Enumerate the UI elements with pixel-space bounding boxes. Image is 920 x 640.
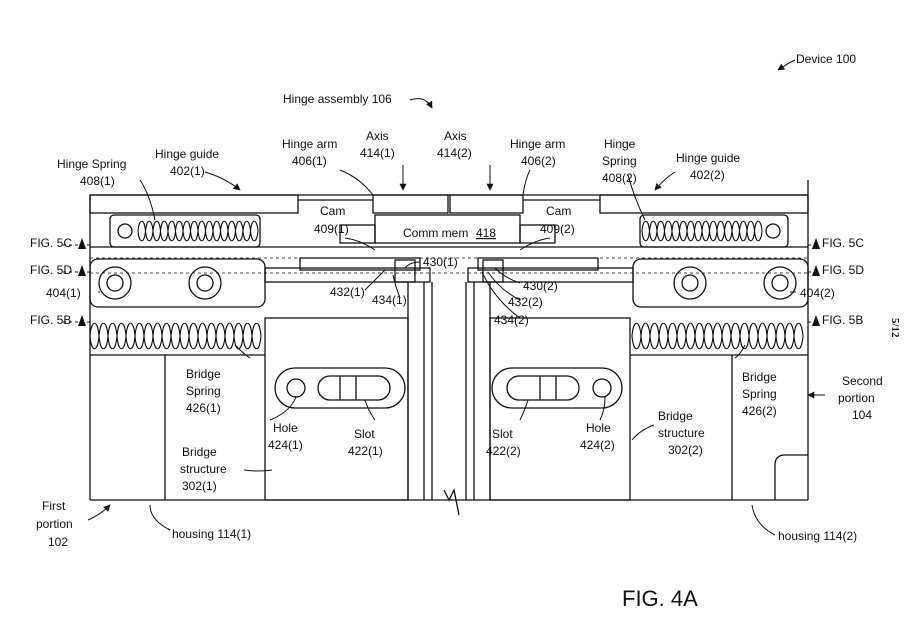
label-fig5b-left: FIG. 5B bbox=[30, 313, 71, 327]
label-second-portion-b: portion bbox=[838, 391, 875, 405]
label-cam-1b: 409(1) bbox=[314, 222, 349, 236]
label-hinge-arm-2b: 406(2) bbox=[521, 154, 556, 168]
label-fig5c-left: FIG. 5C bbox=[30, 236, 72, 250]
label-hinge-spring-2b: Spring bbox=[602, 154, 637, 168]
label-comm-mem-num: 418 bbox=[476, 226, 496, 240]
label-slot-1a: Slot bbox=[354, 427, 375, 441]
label-bridge-spring-1b: Spring bbox=[186, 384, 221, 398]
label-hinge-arm-1a: Hinge arm bbox=[282, 137, 337, 151]
spring-pin-left bbox=[117, 223, 133, 239]
hinge-spring-408-2 bbox=[641, 220, 763, 242]
label-432-2: 432(2) bbox=[508, 295, 543, 309]
label-fig5d-right: FIG. 5D bbox=[822, 263, 864, 277]
label-hinge-arm-1b: 406(1) bbox=[292, 154, 327, 168]
screw-404-1b bbox=[188, 266, 222, 300]
label-bridge-spring-1c: 426(1) bbox=[186, 401, 221, 415]
label-hole-2a: Hole bbox=[586, 421, 611, 435]
label-slot-2a: Slot bbox=[492, 427, 513, 441]
label-404-2: 404(2) bbox=[800, 286, 835, 300]
hinge-guide-right bbox=[599, 194, 809, 214]
label-hinge-guide-1b: 402(1) bbox=[170, 164, 205, 178]
label-434-2: 434(2) bbox=[494, 313, 529, 327]
label-axis-2b: 414(2) bbox=[437, 146, 472, 160]
leader-lines bbox=[63, 59, 826, 536]
label-slot-2b: 422(2) bbox=[486, 444, 521, 458]
figure-title: FIG. 4A bbox=[622, 586, 698, 611]
label-first-portion-b: portion bbox=[36, 517, 73, 531]
label-slot-1b: 422(1) bbox=[348, 444, 383, 458]
label-bridge-structure-1a: Bridge bbox=[182, 445, 217, 459]
label-second-portion-a: Second bbox=[842, 374, 883, 388]
label-axis-1a: Axis bbox=[366, 129, 389, 143]
label-axis-1b: 414(1) bbox=[360, 146, 395, 160]
screw-404-2b bbox=[763, 266, 797, 300]
screw-404-2a bbox=[673, 266, 707, 300]
label-430-2: 430(2) bbox=[523, 279, 558, 293]
hole-424-1 bbox=[286, 378, 306, 398]
label-cam-2b: 409(2) bbox=[540, 222, 575, 236]
label-hinge-guide-1a: Hinge guide bbox=[155, 147, 219, 161]
label-fig5b-right: FIG. 5B bbox=[822, 313, 863, 327]
label-bridge-spring-2a: Bridge bbox=[742, 370, 777, 384]
hinge-arm-right bbox=[449, 194, 524, 214]
label-second-portion-c: 104 bbox=[852, 408, 872, 422]
label-bridge-structure-1b: structure bbox=[180, 462, 227, 476]
label-first-portion-c: 102 bbox=[48, 535, 68, 549]
bridge-spring-426-1 bbox=[89, 322, 262, 350]
screw-404-1a bbox=[98, 266, 132, 300]
label-bridge-spring-1a: Bridge bbox=[186, 367, 221, 381]
label-axis-2a: Axis bbox=[444, 129, 467, 143]
label-bridge-spring-2c: 426(2) bbox=[742, 404, 777, 418]
bridge-spring-426-2 bbox=[631, 322, 804, 350]
label-hole-2b: 424(2) bbox=[580, 438, 615, 452]
label-430-1: 430(1) bbox=[423, 255, 458, 269]
bridge-structure-left bbox=[264, 317, 409, 501]
label-hole-1a: Hole bbox=[273, 421, 298, 435]
sheet-number: 5/12 bbox=[889, 318, 901, 338]
label-hinge-assembly: Hinge assembly 106 bbox=[283, 92, 392, 106]
label-hinge-guide-2a: Hinge guide bbox=[676, 151, 740, 165]
label-bridge-structure-1c: 302(1) bbox=[182, 479, 217, 493]
label-bridge-spring-2b: Spring bbox=[742, 387, 777, 401]
label-hole-1b: 424(1) bbox=[268, 438, 303, 452]
label-hinge-arm-2a: Hinge arm bbox=[510, 137, 565, 151]
label-fig5c-right: FIG. 5C bbox=[822, 236, 864, 250]
label-bridge-structure-2a: Bridge bbox=[658, 409, 693, 423]
label-housing-2: housing 114(2) bbox=[778, 529, 857, 543]
fastener-plate-right bbox=[632, 258, 809, 308]
fastener-plate-left bbox=[89, 258, 266, 308]
hinge-arm-left bbox=[372, 194, 449, 214]
label-bridge-structure-2b: structure bbox=[658, 426, 705, 440]
bridge-spring-coils bbox=[89, 322, 804, 350]
hole-424-2 bbox=[592, 378, 612, 398]
label-434-1: 434(1) bbox=[372, 293, 407, 307]
label-hinge-spring-2a: Hinge bbox=[604, 137, 636, 151]
section-arrows bbox=[78, 238, 820, 326]
slot-422-1 bbox=[274, 367, 406, 409]
slot-422-2 bbox=[491, 367, 623, 409]
label-hinge-spring-1a: Hinge Spring bbox=[57, 157, 126, 171]
label-cam-2a: Cam bbox=[546, 204, 571, 218]
label-bridge-structure-2c: 302(2) bbox=[668, 443, 703, 457]
hinge-spring-408-1 bbox=[137, 220, 259, 242]
label-hinge-spring-2c: 408(2) bbox=[602, 171, 637, 185]
label-cam-1a: Cam bbox=[320, 204, 345, 218]
label-432-1: 432(1) bbox=[330, 285, 365, 299]
label-device: Device 100 bbox=[796, 52, 856, 66]
label-404-1: 404(1) bbox=[46, 286, 81, 300]
label-fig5d-left: FIG. 5D bbox=[30, 263, 72, 277]
label-hinge-spring-1b: 408(1) bbox=[80, 174, 115, 188]
label-first-portion-a: First bbox=[42, 499, 66, 513]
label-comm-mem: Comm mem bbox=[403, 226, 468, 240]
bridge-structure-right bbox=[489, 317, 631, 501]
label-housing-1: housing 114(1) bbox=[172, 527, 251, 541]
spring-pin-right bbox=[765, 223, 781, 239]
hinge-guide-left bbox=[89, 194, 299, 214]
hinge-spring-coils bbox=[137, 220, 763, 242]
label-hinge-guide-2b: 402(2) bbox=[690, 168, 725, 182]
